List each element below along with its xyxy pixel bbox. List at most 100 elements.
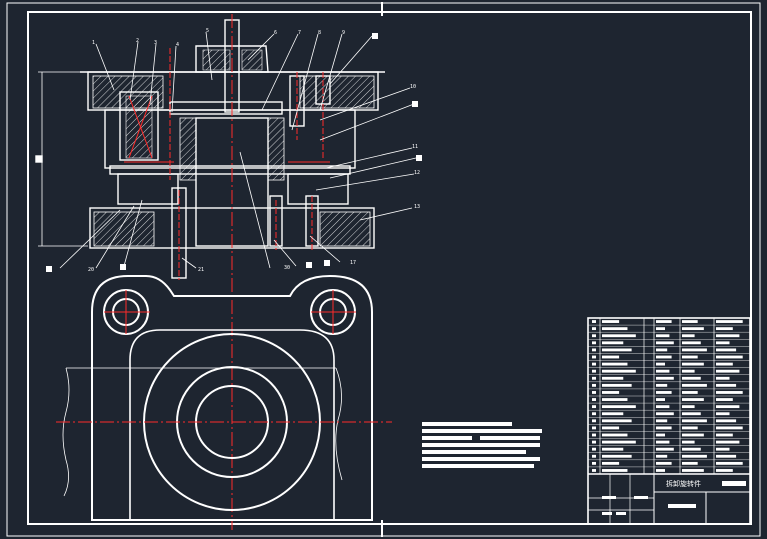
- callout-3: 3: [154, 40, 157, 46]
- parts-list-cell: [602, 405, 636, 409]
- parts-list-cell: [602, 341, 624, 345]
- callout-13: 13: [414, 204, 420, 210]
- parts-list-cell: [602, 454, 632, 458]
- parts-list-cell: [602, 369, 636, 373]
- parts-list-cell: [716, 383, 737, 387]
- parts-list-cell: [682, 348, 707, 352]
- right-sleeve: [267, 117, 285, 181]
- parts-list-cell: [656, 376, 674, 380]
- parts-list-cell: [716, 320, 743, 323]
- parts-list-index: [592, 320, 596, 323]
- parts-list-cell: [682, 461, 698, 465]
- parts-list-cell: [682, 327, 704, 331]
- parts-list-cell: [656, 369, 670, 373]
- title-block-frame: [587, 317, 751, 525]
- parts-list-cell: [716, 447, 730, 451]
- parts-list-cell: [716, 391, 743, 394]
- parts-list-cell: [656, 454, 668, 458]
- parts-list-cell: [656, 440, 670, 444]
- callout-21: 21: [198, 267, 204, 273]
- middle-flange: [109, 165, 351, 175]
- leader-lines: [59, 31, 417, 269]
- parts-list-cell: [682, 398, 704, 401]
- parts-list-cell: [682, 369, 695, 373]
- parts-list-rows: [588, 320, 750, 472]
- left-lower-block: [117, 173, 179, 205]
- parts-list-cell: [716, 355, 743, 359]
- parts-list-index: [592, 383, 596, 387]
- parts-list-cell: [602, 398, 628, 401]
- parts-list-cell: [716, 369, 740, 373]
- parts-list-index: [592, 398, 596, 401]
- parts-list-index: [592, 469, 596, 472]
- title-block: [587, 317, 751, 525]
- top-hub: [195, 45, 269, 73]
- parts-list-cell: [716, 398, 733, 401]
- top-plate-hatch-right: [299, 75, 375, 109]
- section-view: [35, 19, 385, 279]
- parts-list-cell: [602, 469, 628, 472]
- callout-9: 9: [342, 30, 345, 36]
- parts-list-cell: [656, 334, 670, 338]
- parts-list-cell: [602, 376, 624, 380]
- parts-list-index: [592, 419, 596, 423]
- parts-list-cell: [682, 426, 698, 430]
- parts-list-cell: [602, 461, 620, 465]
- technical-notes: [422, 422, 542, 468]
- callout-30: 30: [284, 265, 290, 271]
- parts-list-cell: [716, 348, 737, 352]
- parts-list-cell: [656, 426, 672, 430]
- parts-list-cell: [682, 412, 701, 416]
- parts-list-cell: [682, 376, 701, 380]
- parts-list-index: [592, 341, 596, 345]
- parts-list-index: [592, 355, 596, 359]
- parts-list-cell: [602, 355, 620, 359]
- parts-list-cell: [602, 391, 620, 394]
- parts-list-cell: [682, 391, 698, 394]
- parts-list-cell: [716, 412, 730, 416]
- parts-list-cell: [602, 320, 620, 323]
- parts-list-cell: [656, 320, 672, 323]
- title-block-fill: [602, 481, 746, 515]
- callout-labels: 1 2 3 4 5 6 7 8 9 10 11 12 13 20 21 30 1…: [46, 28, 422, 273]
- parts-list-index: [592, 391, 596, 394]
- parts-list-cell: [682, 447, 701, 451]
- parts-list-index: [592, 454, 596, 458]
- parts-list-cell: [682, 320, 698, 323]
- parts-list-cell: [602, 334, 636, 338]
- left-sleeve: [179, 117, 197, 181]
- callout-12: 12: [414, 170, 420, 176]
- callout-20: 20: [88, 267, 94, 273]
- plan-centerlines: [56, 290, 392, 423]
- parts-list-cell: [716, 341, 730, 345]
- parts-list-cell: [716, 440, 740, 444]
- parts-list-cell: [716, 461, 743, 465]
- parts-list-index: [592, 461, 596, 465]
- parts-list-cell: [602, 433, 628, 437]
- plan-outline: [91, 274, 373, 521]
- inner-border: [27, 11, 752, 525]
- parts-list-cell: [602, 362, 628, 366]
- parts-list-index: [592, 412, 596, 416]
- parts-list-index: [592, 327, 596, 331]
- parts-list-index: [592, 447, 596, 451]
- parts-list-cell: [716, 327, 733, 331]
- parts-list-cell: [602, 412, 624, 416]
- parts-list-cell: [602, 447, 624, 451]
- parts-list-cell: [656, 348, 668, 352]
- callout-10: 10: [410, 84, 416, 90]
- parts-list-cell: [682, 341, 701, 345]
- parts-list-cell: [682, 469, 704, 472]
- parts-list-cell: [716, 405, 740, 409]
- parts-list-cell: [656, 391, 672, 394]
- drawing-title: 拆卸旋转件: [666, 479, 701, 488]
- plan-inner-outline: [129, 329, 335, 520]
- parts-list-cell: [716, 469, 733, 472]
- parts-list-index: [592, 334, 596, 338]
- parts-list-index: [592, 348, 596, 352]
- parts-list-index: [592, 433, 596, 437]
- parts-list-cell: [716, 362, 733, 366]
- parts-list-cell: [656, 327, 665, 331]
- parts-list-cell: [656, 419, 668, 423]
